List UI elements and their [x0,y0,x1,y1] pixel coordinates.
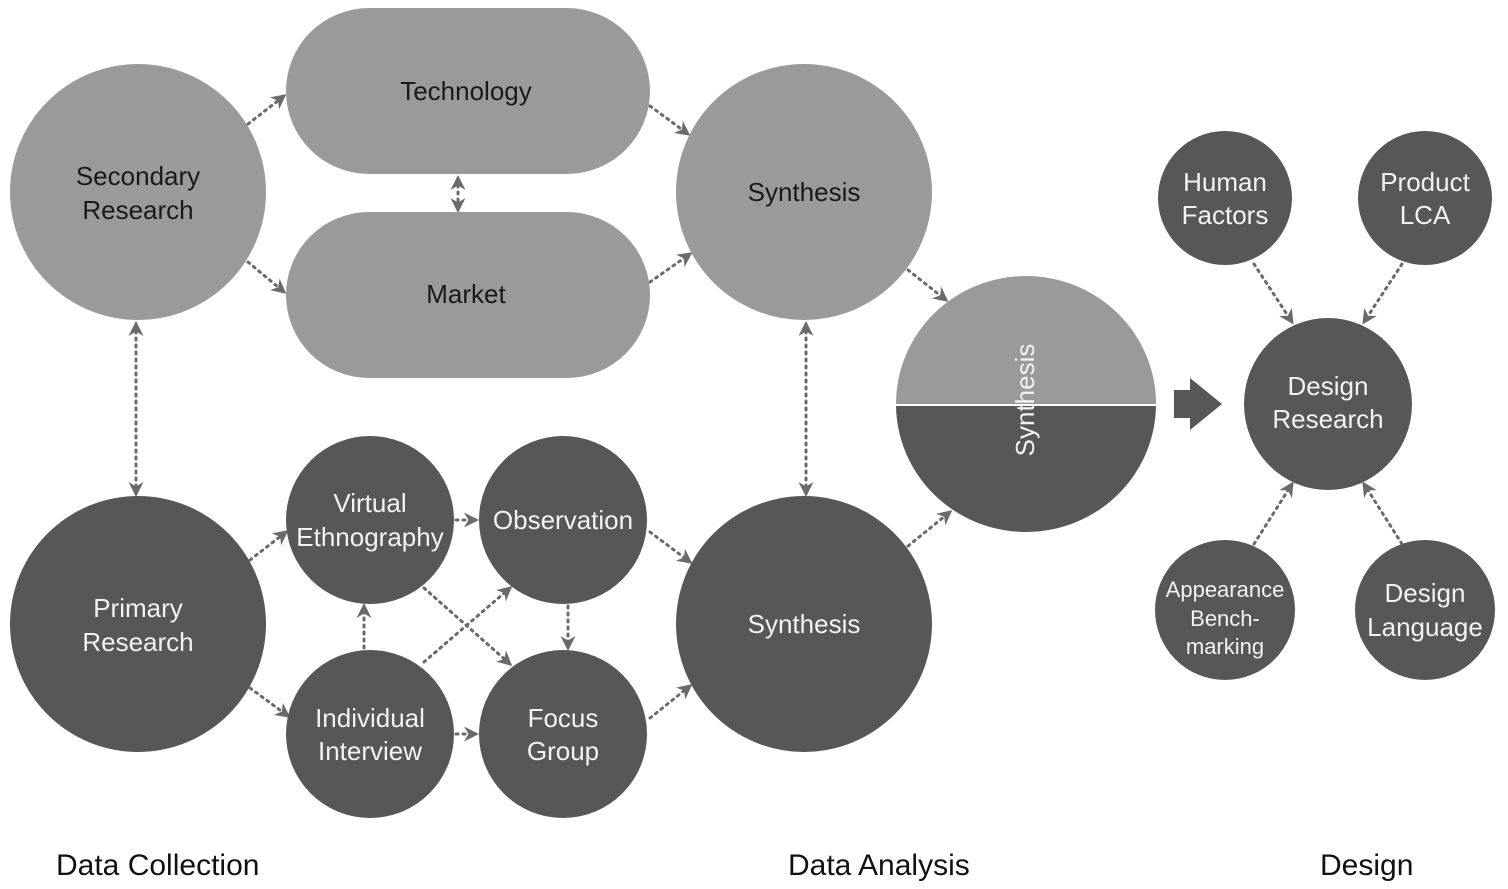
focus-group-label-1: Focus [528,703,599,733]
node-individual-interview: Individual Interview [286,650,454,818]
appearance-label-3: marking [1186,634,1264,659]
edge-market-synthesis [648,252,693,284]
section-data-analysis: Data Analysis [788,849,970,882]
edge-primary-virtual [248,530,289,562]
human-factors-label-2: Factors [1182,200,1269,230]
design-language-label-1: Design [1385,578,1466,608]
market-label: Market [426,279,506,309]
node-design-research: Design Research [1244,318,1412,490]
edge-secondary-market [246,260,287,294]
virtual-ethnography-label-1: Virtual [333,488,406,518]
appearance-label-2: Bench- [1190,606,1260,631]
edge-virtual-focus [422,586,513,666]
edge-synthesis-top-combined [906,268,949,302]
section-design: Design [1320,849,1413,882]
observation-label: Observation [493,505,633,535]
edge-synthesis-bottom-combined [906,510,953,548]
node-design-language: Design Language [1355,540,1495,680]
edge-language-design [1362,481,1404,546]
node-market: Market [286,212,650,378]
appearance-label-1: Appearance [1166,577,1285,602]
product-lca-label-2: LCA [1400,200,1451,230]
design-research-label-2: Research [1272,404,1383,434]
edge-appearance-design [1252,481,1294,546]
node-human-factors: Human Factors [1158,131,1292,265]
node-product-lca: Product LCA [1358,131,1492,265]
node-secondary-research: Secondary Research [10,64,266,320]
edge-technology-synthesis [648,104,691,136]
secondary-research-label-1: Secondary [76,161,200,191]
technology-label: Technology [400,76,532,106]
individual-interview-label-1: Individual [315,703,425,733]
node-virtual-ethnography: Virtual Ethnography [286,436,454,604]
secondary-research-label-2: Research [82,195,193,225]
node-synthesis-top: Synthesis [676,64,932,320]
edge-human-factors-design [1252,262,1294,325]
edges [128,94,1404,742]
edge-secondary-technology [246,94,287,126]
node-technology: Technology [286,8,650,174]
design-language-label-2: Language [1367,612,1483,642]
node-observation: Observation [479,436,647,604]
edge-observation-synthesis [648,530,693,564]
edge-product-lca-design [1362,262,1404,325]
synthesis-top-label: Synthesis [748,177,861,207]
node-appearance-benchmarking: Appearance Bench- marking [1155,540,1295,680]
design-research-label-1: Design [1288,371,1369,401]
primary-research-label-1: Primary [93,593,183,623]
synthesis-bottom-label: Synthesis [748,609,861,639]
arrow-right-icon [1174,378,1222,430]
node-focus-group: Focus Group [479,650,647,818]
node-primary-research: Primary Research [10,496,266,752]
edge-focus-synthesis [648,684,693,720]
synthesis-combined-label: Synthesis [1010,344,1040,457]
section-data-collection: Data Collection [56,849,259,882]
focus-group-label-2: Group [527,736,599,766]
human-factors-label-1: Human [1183,167,1267,197]
individual-interview-label-2: Interview [318,736,422,766]
virtual-ethnography-label-2: Ethnography [296,522,443,552]
node-synthesis-combined: Synthesis [896,276,1156,532]
edge-primary-interview [248,686,291,718]
primary-research-label-2: Research [82,627,193,657]
node-synthesis-bottom: Synthesis [676,496,932,752]
product-lca-label-1: Product [1380,167,1470,197]
